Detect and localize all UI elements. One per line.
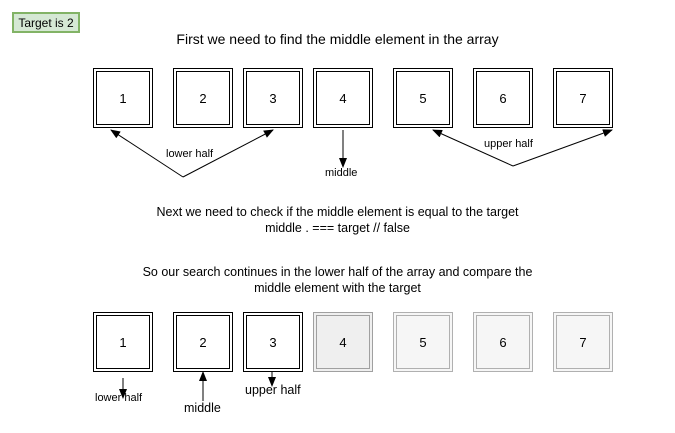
- lower-half-arrow: [110, 129, 184, 178]
- array2-cell-6-value: 6: [499, 334, 507, 350]
- lower-half-arrow: [182, 129, 274, 178]
- array1-cell-1: 1: [93, 68, 153, 128]
- array2-cell-6: 6: [473, 312, 533, 372]
- row2-middle-label: middle: [184, 401, 221, 415]
- row2-lower-half-label: lower half: [95, 392, 143, 404]
- array1-cell-5: 5: [393, 68, 453, 128]
- step2-caption-line2: middle . === target // false: [265, 221, 410, 235]
- array2-cell-7: 7: [553, 312, 613, 372]
- array1-cell-3: 3: [243, 68, 303, 128]
- array1-cell-5-value: 5: [419, 90, 427, 106]
- array1-cell-4-value: 4: [339, 90, 347, 106]
- lower-half-label: lower half: [166, 148, 214, 160]
- array2-cell-4: 4: [313, 312, 373, 372]
- array1-cell-2: 2: [173, 68, 233, 128]
- array2-cell-1-value: 1: [119, 334, 127, 350]
- array1-cell-3-value: 3: [269, 90, 277, 106]
- array1-cell-6-value: 6: [499, 90, 507, 106]
- upper-half-arrow: [512, 129, 613, 167]
- upper-half-arrow: [432, 129, 514, 167]
- target-badge-text: Target is 2: [18, 15, 74, 30]
- array2-cell-5: 5: [393, 312, 453, 372]
- target-badge: Target is 2: [12, 12, 80, 33]
- step3-caption-line1: So our search continues in the lower hal…: [142, 265, 533, 279]
- step2-caption-line1: Next we need to check if the middle elem…: [156, 205, 519, 219]
- array1-cell-2-value: 2: [199, 90, 207, 106]
- array1-cell-7: 7: [553, 68, 613, 128]
- array2-cell-3-value: 3: [269, 334, 277, 350]
- row2-upper-half-label: upper half: [245, 383, 301, 397]
- middle-label: middle: [325, 167, 358, 179]
- array2-cell-2: 2: [173, 312, 233, 372]
- array1-cell-1-value: 1: [119, 90, 127, 106]
- step3-caption-line2: middle element with the target: [254, 281, 421, 295]
- array1-cell-4: 4: [313, 68, 373, 128]
- array1-cell-7-value: 7: [579, 90, 587, 106]
- step1-caption: First we need to find the middle element…: [176, 31, 499, 47]
- array1-cell-6: 6: [473, 68, 533, 128]
- array2-cell-5-value: 5: [419, 334, 427, 350]
- upper-half-label: upper half: [484, 138, 533, 150]
- array2-cell-2-value: 2: [199, 334, 207, 350]
- array2-cell-7-value: 7: [579, 334, 587, 350]
- array2-cell-4-value: 4: [339, 334, 347, 350]
- array2-cell-3: 3: [243, 312, 303, 372]
- array2-cell-1: 1: [93, 312, 153, 372]
